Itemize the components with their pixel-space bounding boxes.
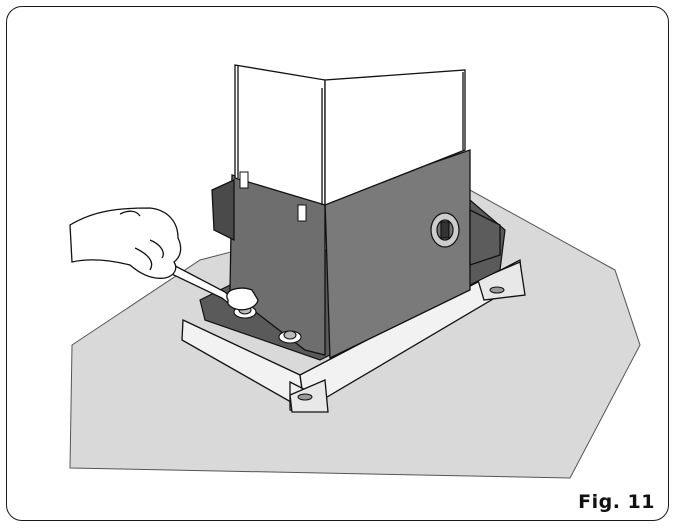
hand-icon bbox=[69, 207, 182, 279]
motor-cover bbox=[234, 64, 466, 206]
bracket-slots bbox=[297, 286, 505, 401]
release-lock bbox=[430, 212, 460, 248]
cover-clips bbox=[239, 171, 307, 222]
figure-caption: Fig. 11 bbox=[578, 491, 655, 513]
